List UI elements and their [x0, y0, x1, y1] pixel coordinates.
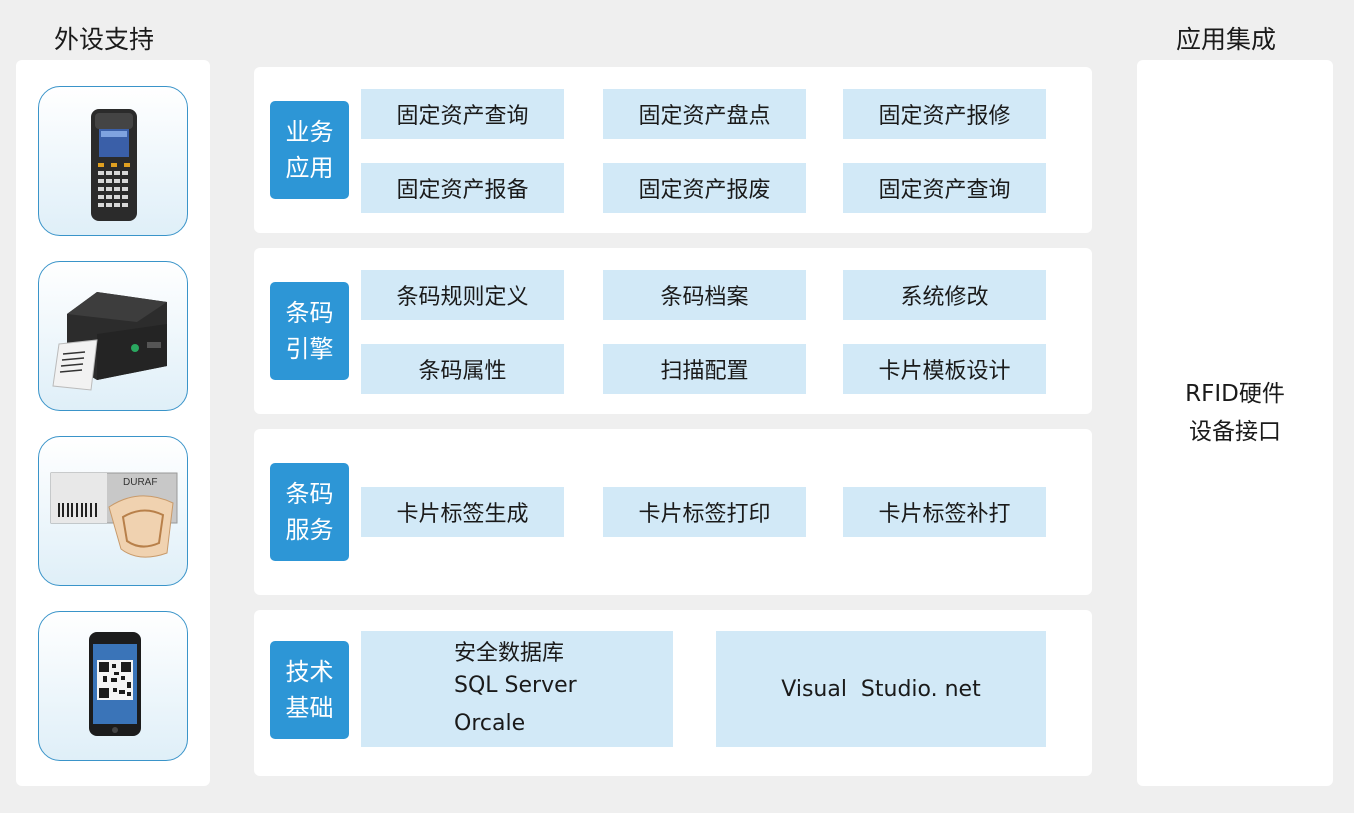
rfid-interface-line2: 设备接口	[1189, 419, 1281, 445]
layer-tech-foundation: 技术基础 安全数据库 SQL Server Orcale Visual Stud…	[254, 610, 1092, 776]
module-scan-config[interactable]: 扫描配置	[603, 344, 806, 394]
layer-label-engine: 条码引擎	[270, 282, 349, 380]
db-line-sql-server: SQL Server	[454, 673, 577, 698]
layer-label-line2: 引擎	[285, 335, 334, 363]
device-barcode-printer	[38, 261, 188, 411]
module-barcode-rule[interactable]: 条码规则定义	[361, 270, 564, 320]
layer-label-line2: 基础	[285, 694, 334, 722]
smartphone-qr-icon	[89, 632, 141, 736]
db-line-secure-db: 安全数据库	[454, 641, 565, 666]
rfid-interface-label: RFID硬件 设备接口	[1185, 375, 1285, 451]
layer-label-line2: 服务	[285, 516, 334, 544]
device-handheld-terminal	[38, 86, 188, 236]
handheld-terminal-icon	[91, 109, 137, 221]
module-asset-filing[interactable]: 固定资产报备	[361, 163, 564, 213]
module-card-label-generate[interactable]: 卡片标签生成	[361, 487, 564, 537]
module-card-template[interactable]: 卡片模板设计	[843, 344, 1046, 394]
module-card-label-reprint[interactable]: 卡片标签补打	[843, 487, 1046, 537]
module-asset-query[interactable]: 固定资产查询	[361, 89, 564, 139]
layer-business-application: 业务应用 固定资产查询 固定资产盘点 固定资产报修 固定资产报备 固定资产报废 …	[254, 67, 1092, 233]
visual-studio-box: Visual Studio. net	[716, 631, 1046, 747]
layer-label-line1: 业务	[285, 118, 334, 146]
peripheral-support-heading: 外设支持	[54, 25, 155, 54]
module-card-label-print[interactable]: 卡片标签打印	[603, 487, 806, 537]
device-smartphone-qr	[38, 611, 188, 761]
layer-barcode-engine: 条码引擎 条码规则定义 条码档案 系统修改 条码属性 扫描配置 卡片模板设计	[254, 248, 1092, 414]
layer-label-tech: 技术基础	[270, 641, 349, 739]
rfid-interface-panel: RFID硬件 设备接口	[1137, 60, 1333, 786]
database-box: 安全数据库 SQL Server Orcale	[361, 631, 673, 747]
layer-label-service: 条码服务	[270, 463, 349, 561]
db-line-orcale: Orcale	[454, 711, 526, 736]
layer-label-line1: 条码	[285, 299, 334, 327]
barcode-printer-icon	[52, 292, 167, 391]
module-asset-scrap[interactable]: 固定资产报废	[603, 163, 806, 213]
layer-label-line1: 条码	[285, 480, 334, 508]
module-asset-repair[interactable]: 固定资产报修	[843, 89, 1046, 139]
layer-label-line2: 应用	[285, 154, 334, 182]
module-system-modify[interactable]: 系统修改	[843, 270, 1046, 320]
svg-text:DURAF: DURAF	[123, 477, 157, 488]
layer-barcode-service: 条码服务 卡片标签生成 卡片标签打印 卡片标签补打	[254, 429, 1092, 595]
rfid-interface-line1: RFID硬件	[1185, 381, 1285, 407]
app-integration-heading: 应用集成	[1176, 25, 1277, 54]
device-rfid-label: DURAF	[38, 436, 188, 586]
rfid-label-icon: DURAF	[50, 472, 178, 558]
layer-label-line1: 技术	[285, 658, 334, 686]
module-asset-inventory[interactable]: 固定资产盘点	[603, 89, 806, 139]
module-asset-query-2[interactable]: 固定资产查询	[843, 163, 1046, 213]
peripheral-panel: DURAF	[16, 60, 210, 786]
module-barcode-attribute[interactable]: 条码属性	[361, 344, 564, 394]
module-barcode-archive[interactable]: 条码档案	[603, 270, 806, 320]
layer-label-business: 业务应用	[270, 101, 349, 199]
